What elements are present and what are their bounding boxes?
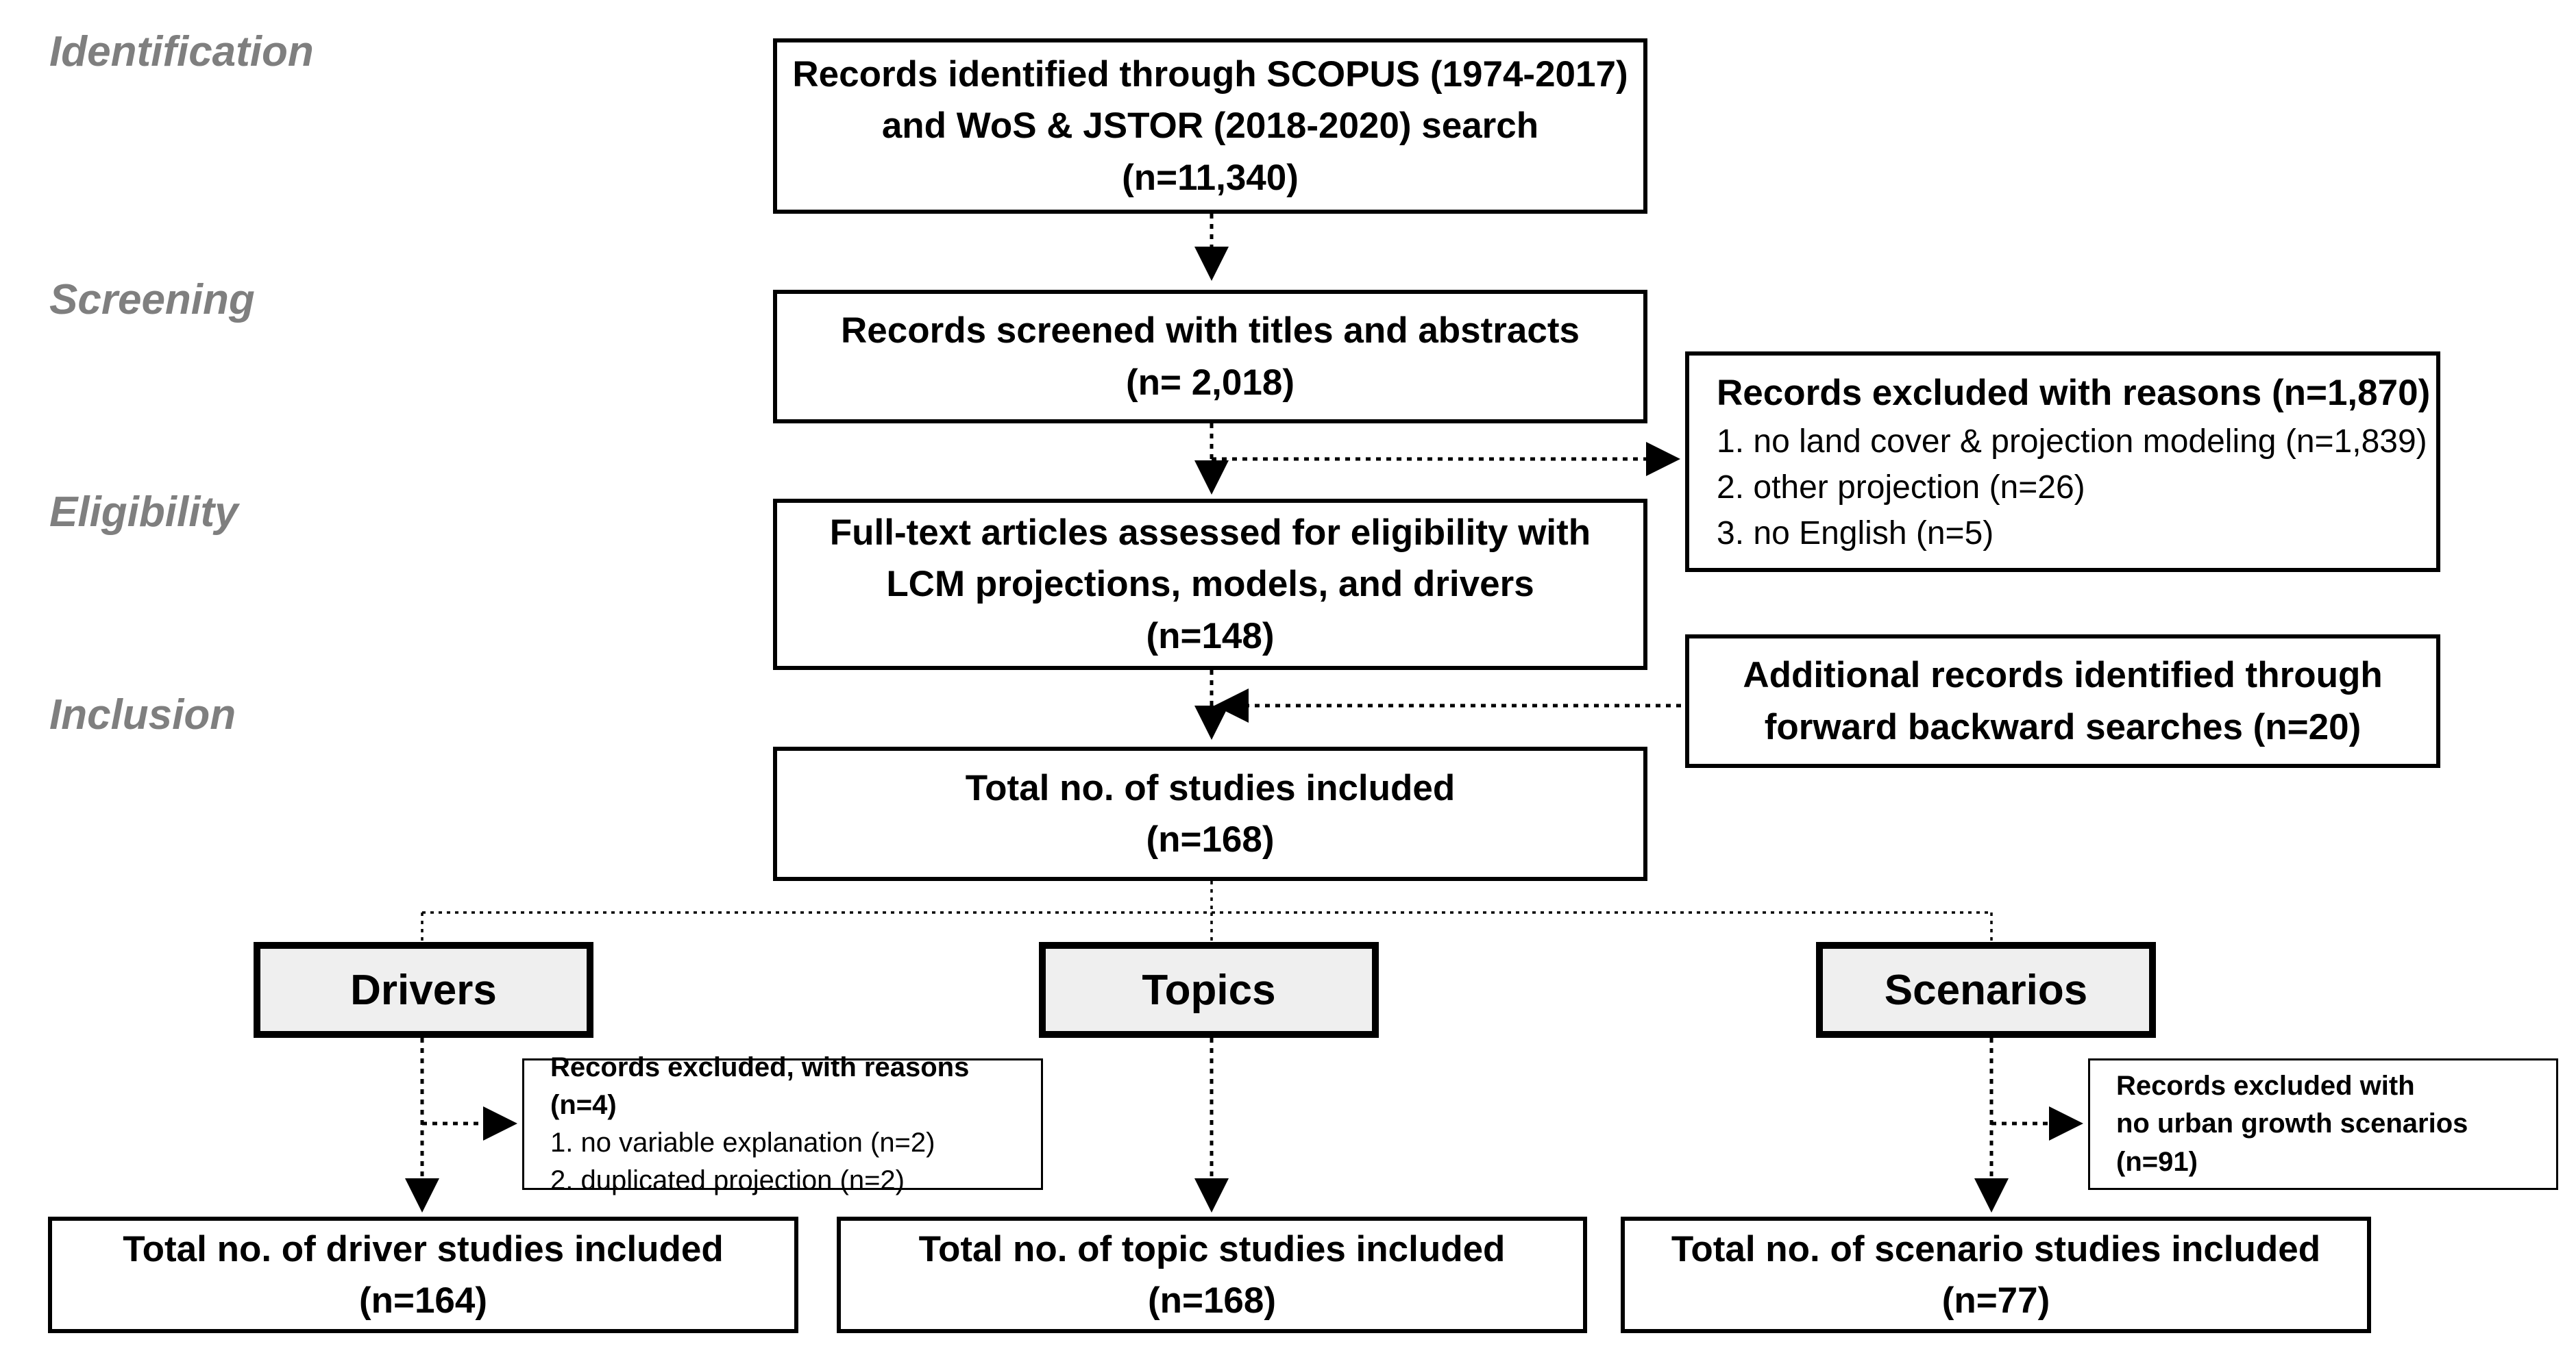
additional-records-line2: forward backward searches (n=20) [1764,706,2362,747]
records-screened-count: (n= 2,018) [1126,362,1295,403]
category-drivers-box: Drivers [254,942,593,1038]
excluded-reason-1: 1. no land cover & projection modeling (… [1717,423,2427,460]
records-excluded-box: Records excluded with reasons (n=1,870) … [1685,351,2440,572]
total-included-count: (n=168) [1146,819,1275,860]
records-identified-line1: Records identified through SCOPUS (1974-… [792,54,1628,95]
topic-studies-result-box: Total no. of topic studies included (n=1… [837,1217,1587,1333]
topic-studies-count: (n=168) [1147,1280,1277,1321]
records-screened-line1: Records screened with titles and abstrac… [840,310,1580,351]
scenario-studies-count: (n=77) [1941,1280,2050,1321]
total-included-line1: Total no. of studies included [965,767,1456,808]
fulltext-count: (n=148) [1146,615,1275,656]
records-identified-line2: and WoS & JSTOR (2018-2020) search [881,105,1539,147]
records-identified-count: (n=11,340) [1122,157,1299,198]
stage-label-screening: Screening [49,276,255,323]
scenario-studies-result-box: Total no. of scenario studies included (… [1621,1217,2371,1333]
stage-label-inclusion: Inclusion [49,691,236,738]
scenarios-excluded-line2: no urban growth scenarios (n=91) [2116,1108,2468,1177]
additional-records-line1: Additional records identified through [1743,655,2383,696]
total-included-box: Total no. of studies included (n=168) [773,747,1647,881]
scenario-studies-line1: Total no. of scenario studies included [1671,1228,2321,1269]
drivers-excluded-reason-2: 2. duplicated projection (n=2) [550,1165,905,1196]
category-topics-box: Topics [1039,942,1379,1038]
stage-label-eligibility: Eligibility [49,488,238,536]
records-screened-box: Records screened with titles and abstrac… [773,290,1647,423]
fulltext-line1: Full-text articles assessed for eligibil… [829,512,1591,554]
excluded-reason-3: 3. no English (n=5) [1717,515,1994,552]
records-excluded-title: Records excluded with reasons (n=1,870) [1717,372,2431,413]
fulltext-assessed-box: Full-text articles assessed for eligibil… [773,499,1647,670]
records-identified-box: Records identified through SCOPUS (1974-… [773,38,1647,214]
scenarios-excluded-box: Records excluded with no urban growth sc… [2088,1058,2558,1190]
scenarios-excluded-line1: Records excluded with [2116,1071,2415,1102]
drivers-excluded-title: Records excluded, with reasons (n=4) [550,1052,970,1120]
fulltext-line2: LCM projections, models, and drivers [886,564,1534,605]
driver-studies-count: (n=164) [358,1280,488,1321]
excluded-reason-2: 2. other projection (n=26) [1717,469,2085,506]
drivers-excluded-box: Records excluded, with reasons (n=4) 1. … [522,1052,1043,1195]
driver-studies-result-box: Total no. of driver studies included (n=… [48,1217,798,1333]
category-scenarios-box: Scenarios [1816,942,2156,1038]
topic-studies-line1: Total no. of topic studies included [918,1228,1506,1269]
drivers-excluded-reason-1: 1. no variable explanation (n=2) [550,1128,935,1158]
additional-records-box: Additional records identified through fo… [1685,634,2440,768]
stage-label-identification: Identification [49,28,314,75]
driver-studies-line1: Total no. of driver studies included [123,1228,724,1269]
